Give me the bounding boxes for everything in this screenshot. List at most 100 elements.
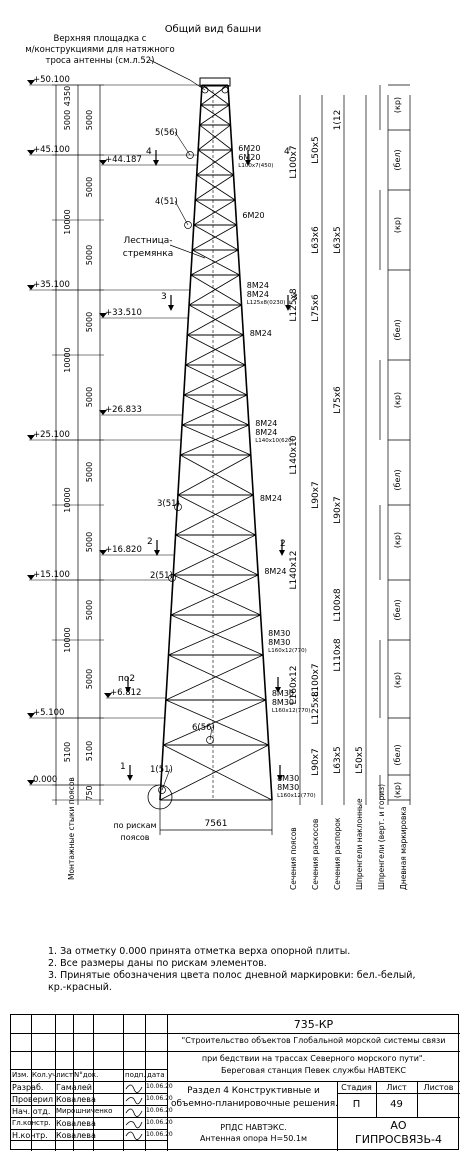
dim-5000: 5000 bbox=[85, 669, 94, 689]
elevation-label: +16.820 bbox=[105, 545, 142, 555]
base-width: 7561 bbox=[205, 819, 228, 829]
diagonal-brace bbox=[180, 454, 254, 496]
dim-10000: 10000 bbox=[63, 209, 72, 234]
date-4: 10.06.20 bbox=[146, 1119, 173, 1126]
col-ndok: N°док. bbox=[74, 1071, 99, 1079]
dimension-axes bbox=[55, 85, 101, 805]
diagonal-brace bbox=[183, 364, 246, 396]
section-arrow bbox=[285, 305, 291, 311]
diagonal-brace bbox=[188, 304, 244, 336]
elevation-arrow bbox=[99, 313, 107, 318]
spacer-section: L110x8 bbox=[333, 638, 343, 672]
diagonal-brace bbox=[187, 334, 246, 366]
date-2: 10.06.20 bbox=[146, 1095, 173, 1102]
marking-band: (кр) bbox=[393, 532, 402, 548]
ladder-label-1: Лестница- bbox=[123, 236, 172, 246]
diagonal-brace bbox=[187, 304, 242, 336]
column-caption: Сечения раскосов bbox=[311, 819, 320, 890]
elevation-arrow bbox=[27, 435, 35, 440]
section-number: 2 bbox=[280, 539, 286, 549]
top-pulley bbox=[221, 86, 229, 94]
base-dimension bbox=[159, 800, 273, 835]
bolt-spec: 8M24 bbox=[255, 419, 277, 428]
diagonal-brace bbox=[201, 84, 230, 106]
role-3: Нач. отд. bbox=[12, 1107, 51, 1116]
diagonal-brace bbox=[188, 274, 240, 306]
chord-section: L160x12 bbox=[289, 666, 299, 705]
brace-section: L50x5 bbox=[311, 136, 321, 164]
top-pulley bbox=[201, 86, 209, 94]
bolt-spec: 6M20 bbox=[238, 144, 260, 153]
marking-band: (кр) bbox=[393, 392, 402, 408]
top-platform bbox=[199, 77, 231, 87]
drawing-title: Общий вид башни bbox=[165, 24, 262, 35]
brace-section: L75x6 bbox=[311, 294, 321, 322]
bolt-spec: 8M24 bbox=[264, 567, 286, 576]
diagonal-brace bbox=[195, 174, 234, 201]
diagonal-brace bbox=[170, 574, 259, 616]
dim-5000: 5000 bbox=[85, 110, 94, 130]
drawing-name-1: РПДС НАВТЭКС. bbox=[220, 1123, 287, 1132]
marking-band: (бел) bbox=[393, 599, 402, 620]
note-1: 1. За отметку 0.000 принята отметка верх… bbox=[48, 946, 351, 957]
elevation-arrow bbox=[27, 713, 35, 718]
company-line-2: ГИПРОСВЯЗЬ-4 bbox=[355, 1133, 442, 1146]
bolt-spec: 8M24 bbox=[247, 290, 269, 299]
node-label: 6(56) bbox=[192, 723, 215, 733]
diagonal-brace bbox=[159, 744, 269, 801]
name-2: Ковалева bbox=[56, 1095, 96, 1104]
brace-section: L90x7 bbox=[311, 748, 321, 776]
role-5: Н.контр. bbox=[12, 1131, 48, 1140]
section-number: 2 bbox=[147, 537, 153, 547]
column-caption: Шпренгели (верт. и гориз) bbox=[377, 784, 386, 890]
spacer-section: L90x7 bbox=[333, 496, 343, 524]
column-caption: Монтажные стыки поясов bbox=[67, 777, 76, 880]
section-arrow bbox=[279, 550, 285, 556]
callout-line-2: м/конструкциями для натяжного bbox=[25, 45, 174, 55]
node-label: 3(51) bbox=[157, 499, 180, 509]
chord-section: L140x10 bbox=[289, 435, 299, 474]
marking-band: (бел) bbox=[393, 149, 402, 170]
diagonal-brace bbox=[181, 394, 248, 426]
diagonal-brace bbox=[195, 199, 237, 226]
bolt-spec: 6M20 bbox=[238, 153, 260, 162]
section-number: 1 bbox=[120, 762, 126, 772]
splice-angle: L160x12(770) bbox=[272, 708, 311, 714]
diagonal-brace bbox=[199, 104, 230, 126]
section-number: 4 bbox=[146, 147, 152, 157]
project-line-1: "Строительство объектов Глобальной морск… bbox=[181, 1036, 446, 1045]
diagonal-brace bbox=[185, 364, 248, 396]
node-label: 5(56) bbox=[155, 128, 178, 138]
column-caption: Сечения распорок bbox=[333, 817, 342, 890]
dim-5000: 5000 bbox=[85, 312, 94, 332]
note-2: 2. Все размеры даны по рискам элементов. bbox=[48, 958, 267, 969]
diagonal-brace bbox=[200, 84, 229, 106]
col-podp: подп. bbox=[125, 1071, 146, 1079]
dim-5000: 5000 bbox=[85, 245, 94, 265]
column-captions: Монтажные стыки поясов Сечения поясов Сече… bbox=[67, 777, 408, 890]
spacer-section: L63x5 bbox=[333, 226, 343, 254]
elevation-arrow bbox=[27, 80, 35, 85]
brace-section: L90x7 bbox=[311, 481, 321, 509]
title-block: 735-КР "Строительство объектов Глобально… bbox=[10, 1014, 460, 1151]
node-circle bbox=[174, 503, 182, 511]
dim-5000: 5000 bbox=[85, 177, 94, 197]
diagonal-brace bbox=[168, 654, 267, 701]
vertical-dimensions: 5000500050005000500050005000500050005100… bbox=[52, 84, 104, 801]
diagonal-brace bbox=[192, 249, 240, 276]
section-arrow bbox=[275, 687, 281, 693]
date-5: 10.06.20 bbox=[146, 1131, 173, 1138]
section-line-2: объемно-планировочные решения. bbox=[171, 1099, 339, 1109]
sprengel-section: L50x5 bbox=[355, 746, 365, 774]
dim-5000: 5000 bbox=[85, 387, 94, 407]
node-circle bbox=[186, 151, 194, 159]
node-label: 4(51) bbox=[155, 197, 178, 207]
column-caption: Сечения поясов bbox=[289, 827, 298, 890]
chord-section: L100x7 bbox=[289, 145, 299, 178]
diagonal-brace bbox=[183, 394, 250, 426]
splice-angle: L140x10(620) bbox=[255, 438, 294, 444]
splice-angle: L125x8(0230) bbox=[247, 300, 286, 306]
dim-10000: 5100 bbox=[63, 742, 72, 762]
name-3: Мирошниченко bbox=[56, 1107, 113, 1115]
brace-section: L63x6 bbox=[311, 226, 321, 254]
